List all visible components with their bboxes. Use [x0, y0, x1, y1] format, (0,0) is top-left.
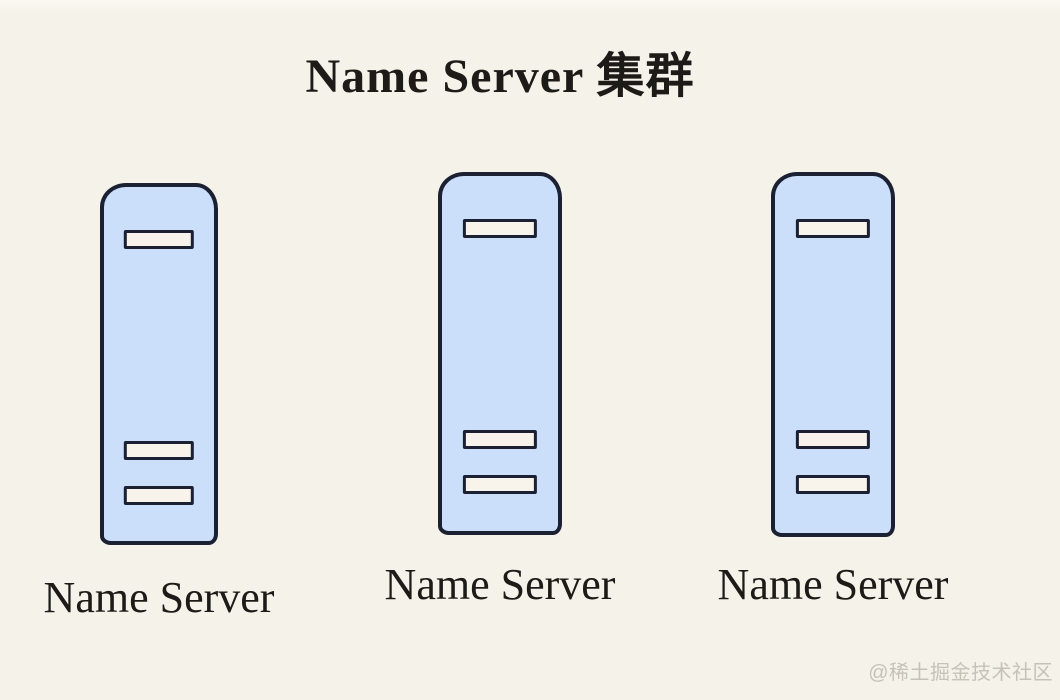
server-slot-icon: [123, 230, 195, 249]
server-icon: [771, 172, 895, 537]
server-slot-icon: [795, 430, 871, 449]
server-slot-icon: [462, 430, 538, 449]
server-slot-icon: [462, 475, 538, 494]
server-label: Name Server: [43, 573, 275, 622]
server-label: Name Server: [717, 560, 949, 609]
server-slot-icon: [795, 219, 871, 238]
server-slot-icon: [123, 486, 195, 505]
diagram-title: Name Server 集群: [305, 50, 695, 103]
server-label: Name Server: [384, 560, 616, 609]
server-icon: [438, 172, 562, 535]
watermark: @稀土掘金技术社区: [868, 662, 1053, 684]
server-icon: [100, 183, 218, 545]
server-slot-icon: [123, 441, 195, 460]
server-slot-icon: [462, 219, 538, 238]
server-slot-icon: [795, 475, 871, 494]
